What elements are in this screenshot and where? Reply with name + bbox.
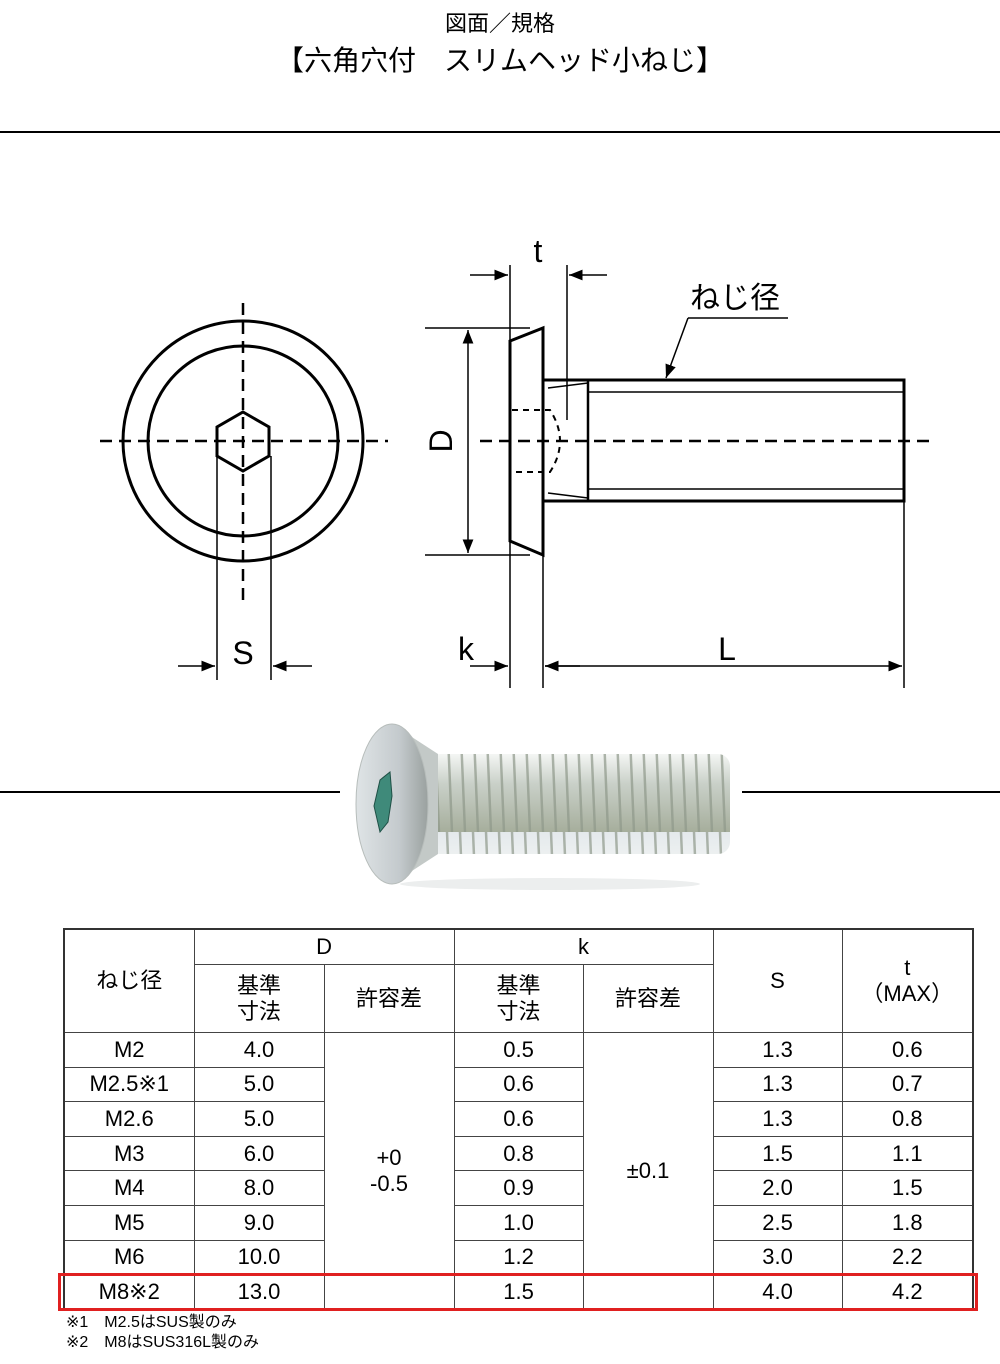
cell-size: M3 — [63, 1135, 195, 1172]
cell-k: 0.9 — [453, 1170, 584, 1206]
header-k-nominal: 基準 寸法 — [453, 964, 584, 1033]
cell-t: 0.7 — [841, 1066, 974, 1103]
cell-k-tolerance: ±0.1 — [582, 1031, 714, 1311]
cell-t: 1.8 — [841, 1204, 974, 1241]
header-thread-dia: ねじ径 — [63, 928, 195, 1033]
photo-head — [355, 723, 429, 885]
cell-t: 2.2 — [841, 1239, 974, 1276]
cell-size: M6 — [63, 1239, 195, 1276]
technical-drawing: S D t ねじ径 k L — [100, 233, 935, 688]
shadow — [400, 878, 700, 890]
spec-table: ねじ径 D k S t （MAX） 基準 寸法 許容差 基準 寸法 許容差 M2… — [63, 928, 975, 1311]
cell-size: M5 — [63, 1204, 195, 1241]
highlight-row-m8 — [58, 1273, 978, 1311]
cell-S: 1.3 — [712, 1066, 843, 1103]
header-D-nominal: 基準 寸法 — [193, 964, 325, 1033]
cell-D: 5.0 — [193, 1101, 325, 1137]
hex-socket — [215, 410, 271, 473]
page-subtitle: 図面／規格 — [444, 12, 555, 37]
label-S: S — [232, 635, 253, 671]
cell-t: 4.2 — [841, 1274, 974, 1311]
photo-shank — [428, 754, 730, 854]
photo-divider-right — [742, 791, 1000, 793]
top-divider — [0, 131, 1000, 133]
header-S: S — [712, 928, 843, 1033]
photo-divider-left — [0, 791, 340, 793]
footnote-2: ※2 M8はSUS316L製のみ — [66, 1334, 260, 1351]
header-t: t （MAX） — [841, 928, 974, 1033]
cell-t: 1.5 — [841, 1170, 974, 1206]
table-row: M2 4.0 +0 -0.5 0.5 ±0.1 1.3 0.6 — [63, 1031, 974, 1311]
cell-k: 1.2 — [453, 1239, 584, 1276]
cell-size: M4 — [63, 1170, 195, 1206]
label-t: t — [534, 233, 543, 269]
cell-S: 2.0 — [712, 1170, 843, 1206]
cell-size: M2.6 — [63, 1101, 195, 1137]
footnotes: ※1 M2.5はSUS製のみ ※2 M8はSUS316L製のみ — [66, 1313, 259, 1353]
cell-t: 0.8 — [841, 1101, 974, 1137]
cell-D: 5.0 — [193, 1066, 325, 1103]
product-photo — [355, 723, 730, 890]
front-view — [100, 303, 388, 680]
thread-leader — [665, 317, 689, 379]
cell-size: M2 — [63, 1032, 195, 1068]
cell-k: 0.8 — [453, 1135, 584, 1172]
header-D-tolerance: 許容差 — [323, 964, 455, 1033]
taper-hatch-2 — [547, 492, 589, 499]
label-L: L — [718, 631, 736, 667]
page-title: 【六角穴付 スリムヘッド小ねじ】 — [275, 44, 724, 77]
table-row: M6 10.0 1.2 3.0 2.2 — [63, 1239, 974, 1276]
header-k: k — [453, 928, 714, 965]
taper-hatch-1 — [547, 382, 589, 389]
cell-t: 0.6 — [841, 1032, 974, 1068]
cell-D: 8.0 — [193, 1170, 325, 1206]
cell-t: 1.1 — [841, 1135, 974, 1172]
label-thread-dia: ねじ径 — [690, 281, 780, 316]
cell-D: 6.0 — [193, 1135, 325, 1172]
cell-S: 1.3 — [712, 1101, 843, 1137]
label-D: D — [423, 429, 459, 452]
table-row: M2.5※1 5.0 0.6 1.3 0.7 — [63, 1066, 974, 1103]
photo-hex-socket — [373, 771, 393, 834]
cell-size: M2.5※1 — [63, 1066, 195, 1103]
side-view — [425, 265, 935, 688]
cell-S: 1.3 — [712, 1032, 843, 1068]
label-k: k — [458, 631, 475, 667]
cell-k: 0.6 — [453, 1101, 584, 1137]
cell-S: 2.5 — [712, 1204, 843, 1241]
header-D: D — [193, 928, 455, 965]
cell-D-tolerance: +0 -0.5 — [323, 1031, 455, 1311]
header-k-tolerance: 許容差 — [582, 964, 714, 1033]
cell-S: 4.0 — [712, 1274, 843, 1311]
cell-D: 10.0 — [193, 1239, 325, 1276]
cell-k: 0.5 — [453, 1032, 584, 1068]
table-row: M3 6.0 0.8 1.5 1.1 — [63, 1135, 974, 1172]
cell-S: 1.5 — [712, 1135, 843, 1172]
table-row: M2.6 5.0 0.6 1.3 0.8 — [63, 1101, 974, 1137]
cell-D: 4.0 — [193, 1032, 325, 1068]
footnote-1: ※1 M2.5はSUS製のみ — [66, 1314, 237, 1331]
cell-k: 0.6 — [453, 1066, 584, 1103]
cell-S: 3.0 — [712, 1239, 843, 1276]
table-row: M4 8.0 0.9 2.0 1.5 — [63, 1170, 974, 1206]
cell-k: 1.0 — [453, 1204, 584, 1241]
table-row: M5 9.0 1.0 2.5 1.8 — [63, 1204, 974, 1241]
cell-D: 9.0 — [193, 1204, 325, 1241]
